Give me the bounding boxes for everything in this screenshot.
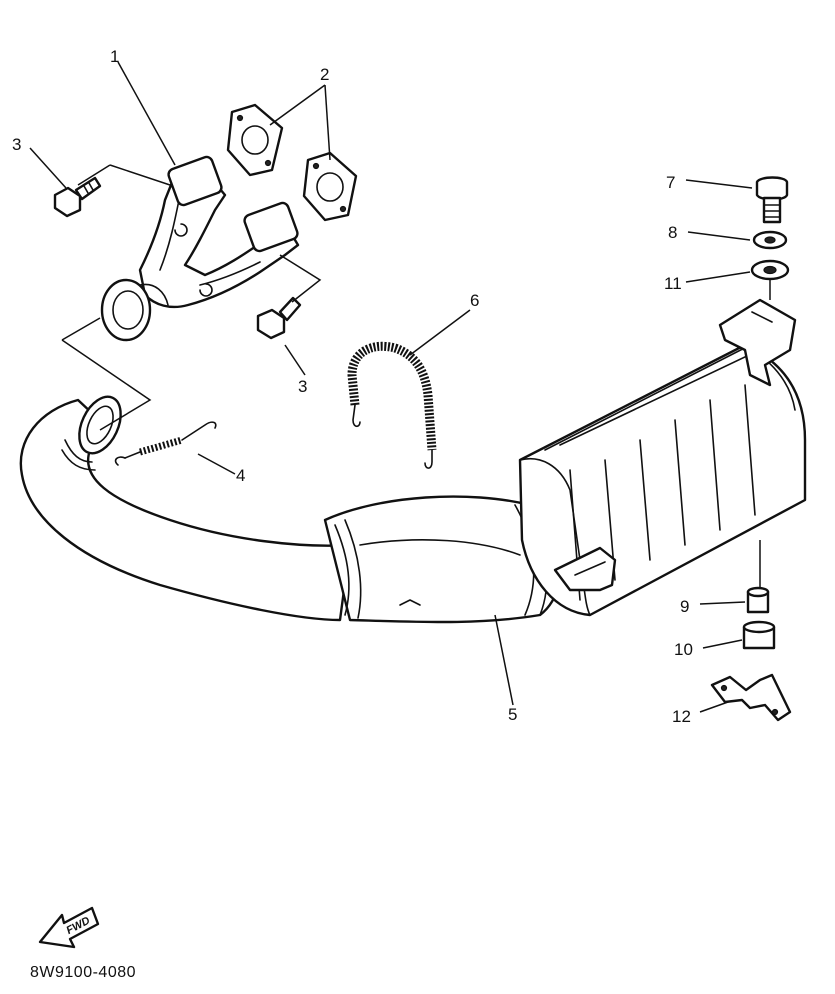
callout-12: 12 — [672, 707, 691, 726]
damper-9 — [746, 586, 770, 614]
forward-arrow-icon: FWD — [38, 906, 100, 949]
callout-9: 9 — [680, 597, 689, 616]
drawing-code: 8W9100-4080 — [30, 964, 137, 981]
callout-5: 5 — [508, 705, 517, 724]
callout-8: 8 — [668, 223, 677, 242]
callout-11: 11 — [664, 274, 682, 293]
callout-7: 7 — [666, 173, 675, 192]
callout-1: 1 — [110, 47, 119, 66]
callout-3-lower: 3 — [298, 377, 307, 396]
bolt-lower — [256, 296, 302, 340]
gasket-upper — [226, 103, 284, 177]
bolt-upper — [53, 176, 102, 218]
spring-small — [114, 421, 217, 466]
washer-11 — [750, 259, 790, 281]
callout-2: 2 — [320, 65, 329, 84]
damper-10 — [742, 620, 776, 650]
gasket-lower — [302, 151, 358, 222]
bracket-12 — [710, 673, 792, 722]
callout-4: 4 — [236, 466, 245, 485]
callout-3-upper: 3 — [12, 135, 21, 154]
callout-10: 10 — [674, 640, 693, 659]
spring-large — [347, 341, 437, 469]
bolt-7 — [755, 176, 789, 224]
exhaust-pipe — [19, 395, 563, 624]
callouts: 1 2 3 3 4 5 6 7 8 11 9 10 12 — [12, 47, 693, 726]
exhaust-manifold — [100, 155, 300, 342]
muffler — [518, 298, 807, 617]
leader-lines — [29, 61, 771, 713]
washer-8 — [752, 230, 788, 250]
callout-6: 6 — [470, 291, 479, 310]
